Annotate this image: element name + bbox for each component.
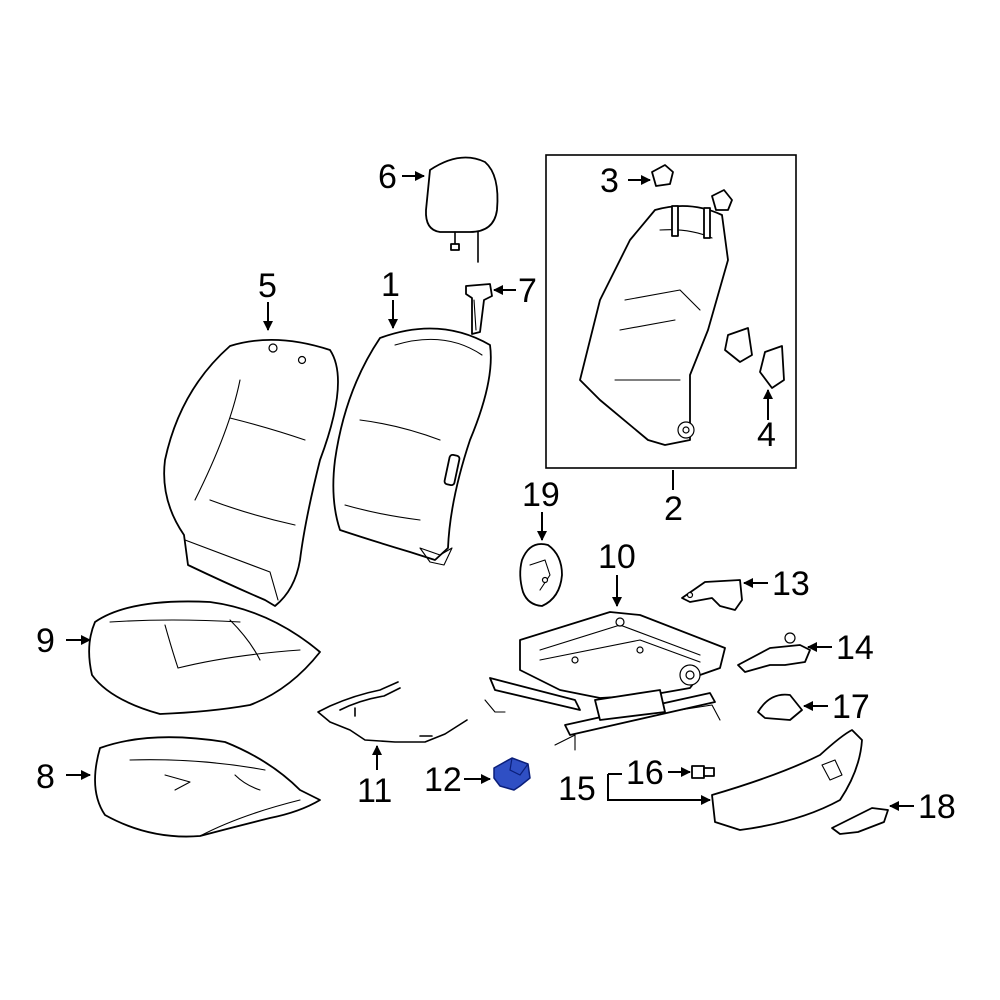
callout-8: 8 (36, 758, 55, 796)
seat-cushion-cover-part[interactable] (88, 600, 321, 715)
callout-11: 11 (357, 772, 392, 810)
callout-18: 18 (918, 788, 956, 826)
side-shield-part[interactable] (711, 729, 863, 831)
shield-cover-part[interactable] (519, 543, 563, 607)
frame-inset-box (545, 154, 797, 469)
seat-cushion-pad-part[interactable] (94, 736, 321, 838)
callout-15: 15 (558, 770, 596, 808)
knob-part[interactable] (757, 693, 803, 721)
headrest-support-part[interactable] (465, 283, 493, 335)
callout-2: 2 (664, 490, 683, 528)
trim-cover-part[interactable] (831, 807, 889, 835)
callout-3: 3 (600, 162, 619, 200)
clip-part-3[interactable] (651, 164, 733, 211)
seat-track-adjuster-part[interactable] (484, 611, 726, 751)
callout-14: 14 (836, 629, 874, 667)
headrest-part[interactable] (425, 156, 499, 263)
callout-labels: 1 2 3 4 5 6 7 8 9 10 11 12 13 14 15 16 1… (36, 158, 956, 826)
bracket-part-4[interactable] (724, 327, 785, 389)
callout-9: 9 (36, 622, 55, 660)
callout-12: 12 (424, 761, 462, 799)
wire-harness-part[interactable] (317, 681, 468, 743)
callout-10: 10 (598, 538, 636, 576)
highlighted-bracket-part[interactable] (493, 757, 531, 791)
callout-17: 17 (832, 688, 870, 726)
callout-16: 16 (626, 754, 664, 792)
recliner-bracket-part[interactable] (681, 579, 743, 611)
seat-back-assembly-part[interactable] (332, 327, 492, 566)
callout-4: 4 (757, 416, 776, 454)
callout-7: 7 (518, 272, 537, 310)
screw-part[interactable] (691, 765, 715, 779)
callout-13: 13 (772, 565, 810, 603)
seat-back-frame-part[interactable] (579, 205, 729, 446)
adjuster-lever-part[interactable] (737, 632, 811, 673)
leader-lines (66, 171, 914, 811)
callout-5: 5 (258, 267, 277, 305)
callout-19: 19 (522, 476, 560, 514)
seat-back-cover-part[interactable] (163, 338, 339, 607)
callout-6: 6 (378, 158, 397, 196)
callout-1: 1 (381, 266, 400, 304)
